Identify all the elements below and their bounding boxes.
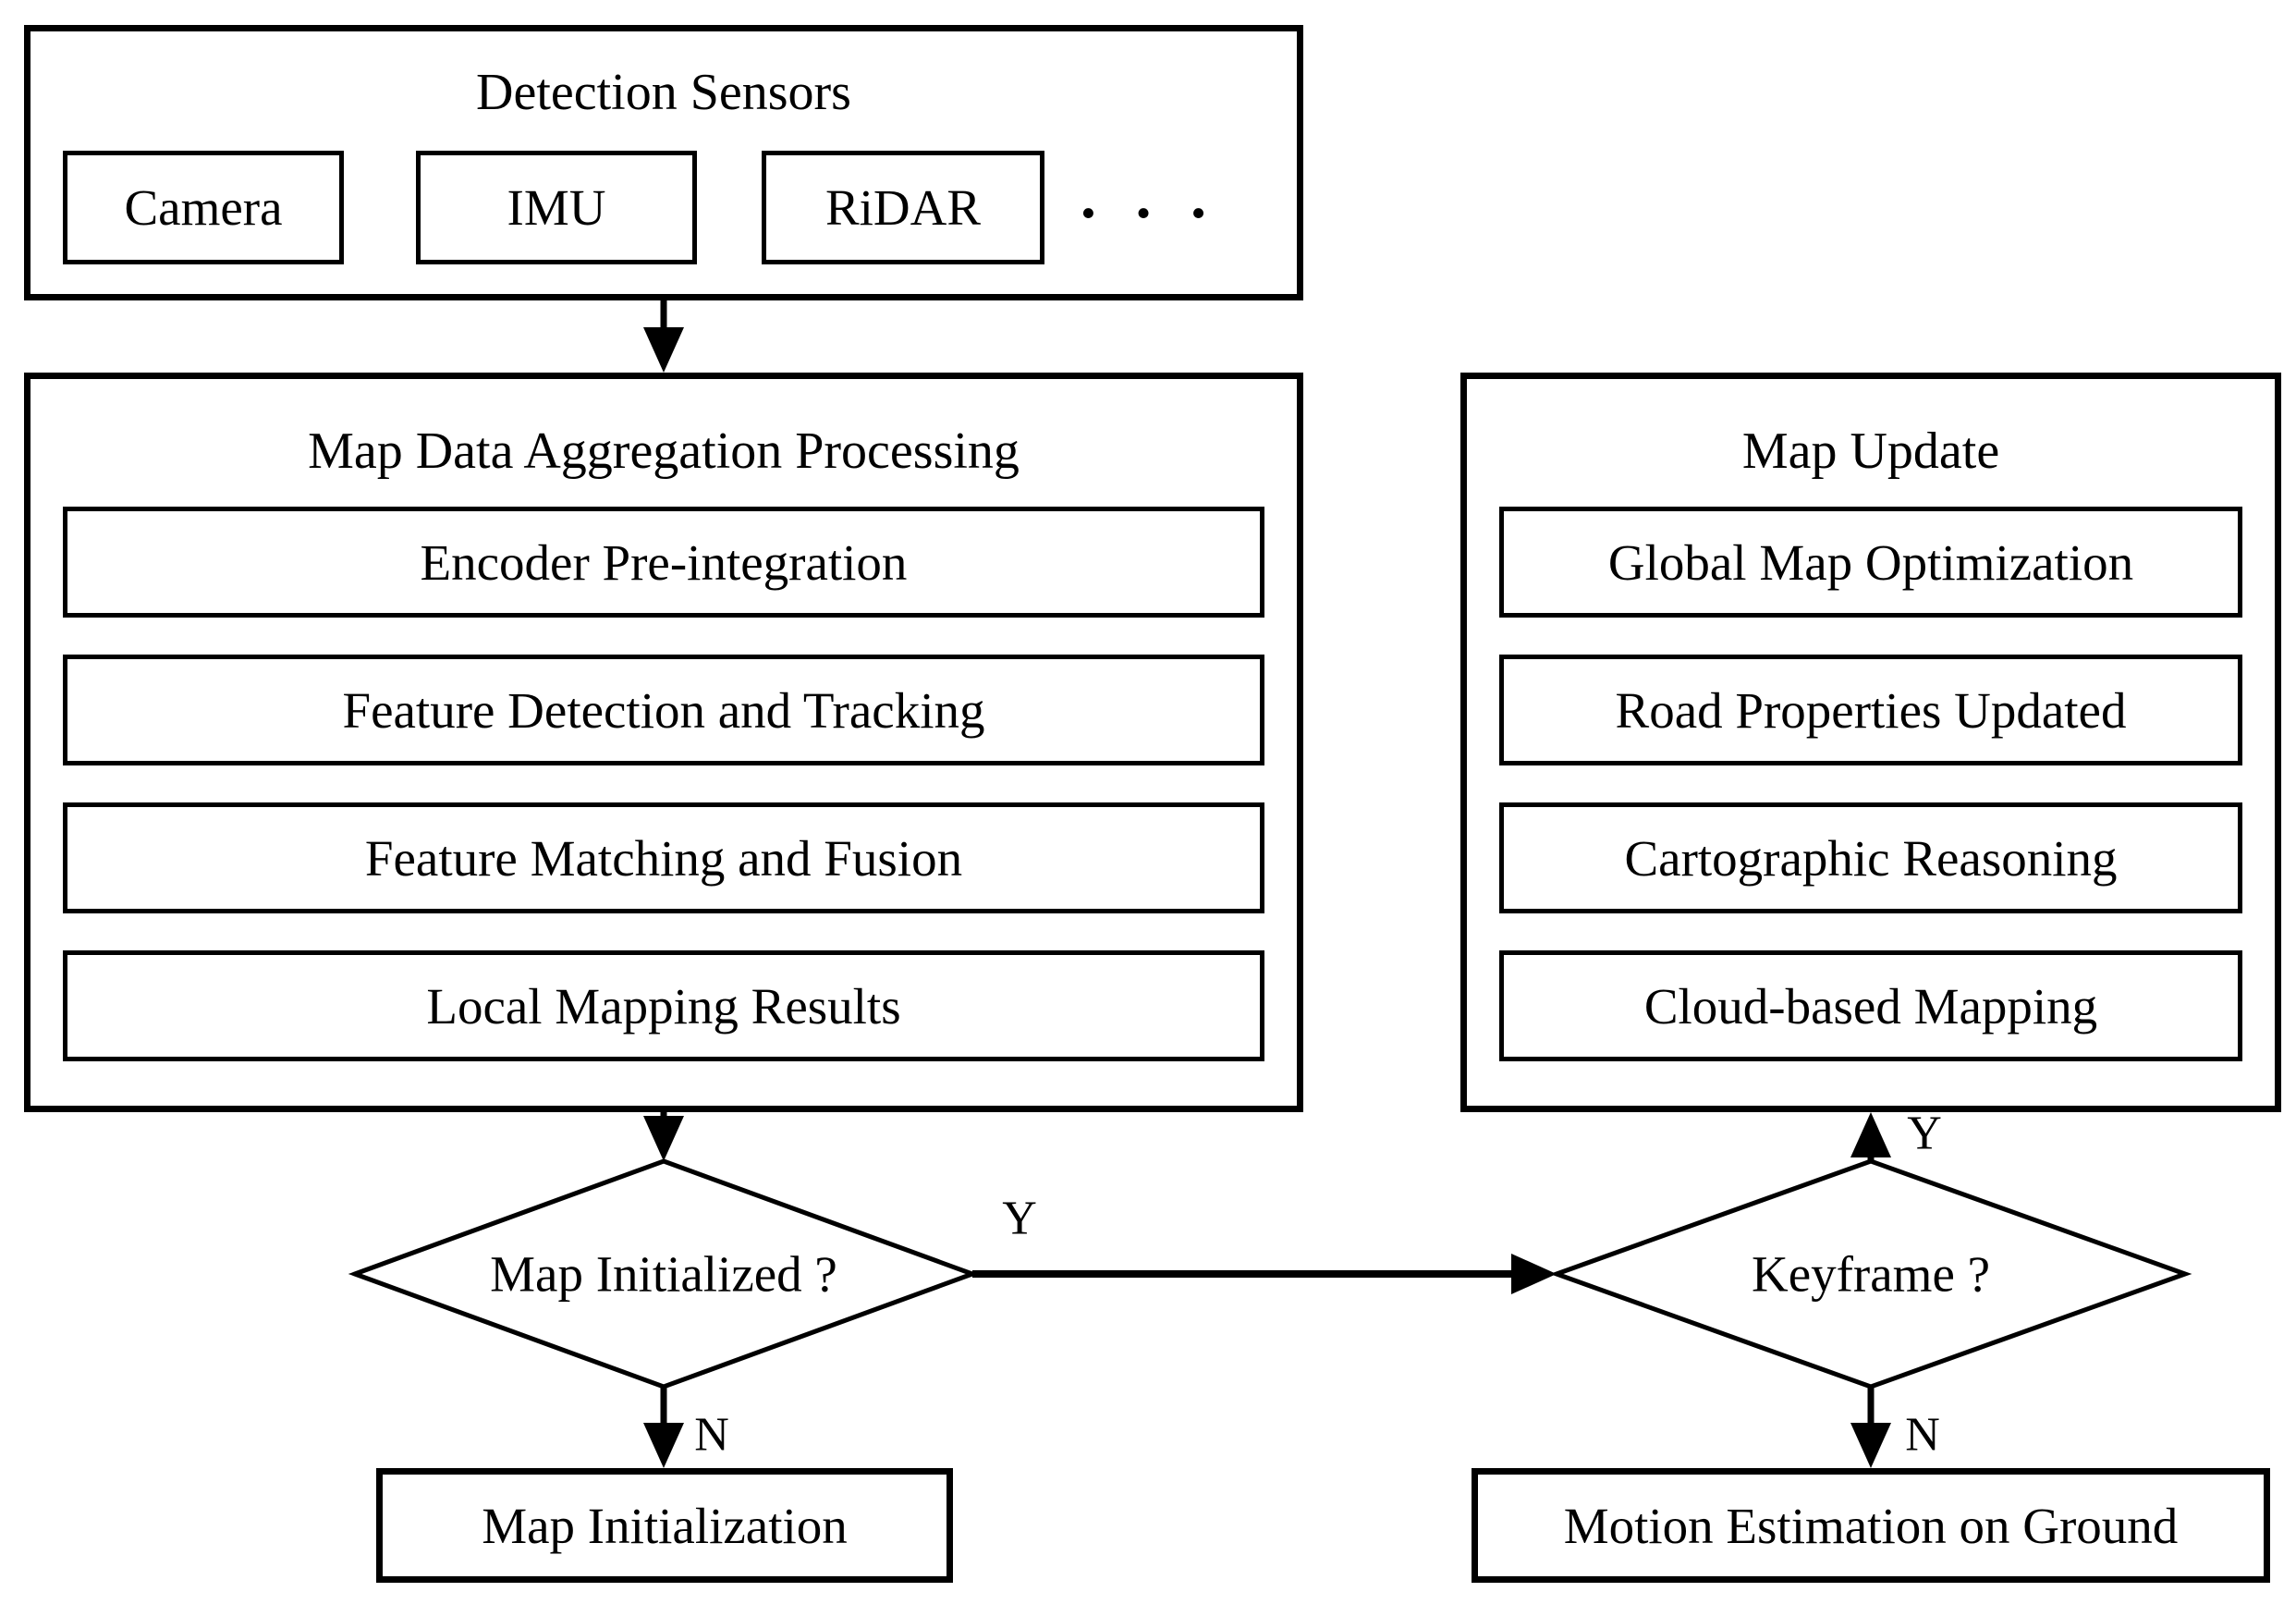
arrowhead-decision-no-to-map-initialization xyxy=(643,1423,684,1468)
map-update-title: Map Update xyxy=(1741,422,2000,480)
detection-sensors-group: Detection Sensors Camera IMU RiDAR • • • xyxy=(24,25,1303,300)
step-road-properties-updated: Road Properties Updated xyxy=(1499,655,2242,765)
step-global-map-optimization: Global Map Optimization xyxy=(1499,507,2242,618)
map-initialized-no-label: N xyxy=(694,1408,729,1462)
map-update-group: Map Update Global Map Optimization Road … xyxy=(1460,373,2281,1112)
step-feature-matching-fusion: Feature Matching and Fusion xyxy=(63,802,1264,913)
decision-map-initialized-label: Map Initialized ? xyxy=(490,1245,837,1303)
keyframe-no-label: N xyxy=(1905,1408,1940,1462)
arrowhead-sensors-to-aggregation xyxy=(643,327,684,373)
keyframe-yes-label: Y xyxy=(1907,1107,1942,1160)
step-encoder-pre-integration: Encoder Pre-integration xyxy=(63,507,1264,618)
map-initialized-yes-label: Y xyxy=(1002,1192,1037,1245)
step-feature-detection-tracking: Feature Detection and Tracking xyxy=(63,655,1264,765)
arrowhead-keyframe-no-to-motion-estimation xyxy=(1850,1423,1891,1468)
detection-sensors-title: Detection Sensors xyxy=(476,64,851,121)
map-data-aggregation-title: Map Data Aggregation Processing xyxy=(308,422,1020,480)
map-initialization-box: Map Initialization xyxy=(376,1468,953,1583)
motion-estimation-box: Motion Estimation on Ground xyxy=(1472,1468,2270,1583)
sensor-box-imu: IMU xyxy=(416,151,697,264)
sensor-box-camera: Camera xyxy=(63,151,344,264)
map-data-aggregation-group: Map Data Aggregation Processing Encoder … xyxy=(24,373,1303,1112)
arrowhead-decision-yes-to-keyframe xyxy=(1511,1254,1557,1294)
step-cartographic-reasoning: Cartographic Reasoning xyxy=(1499,802,2242,913)
decision-diamond-map-initialized xyxy=(348,1158,980,1390)
step-local-mapping-results: Local Mapping Results xyxy=(63,950,1264,1061)
decision-diamond-keyframe xyxy=(1549,1158,2192,1390)
sensor-box-ridar: RiDAR xyxy=(762,151,1044,264)
step-cloud-based-mapping: Cloud-based Mapping xyxy=(1499,950,2242,1061)
arrowhead-keyframe-yes-to-map-update xyxy=(1850,1112,1891,1157)
more-sensors-ellipsis: • • • xyxy=(1081,189,1208,237)
arrowhead-aggregation-to-decision xyxy=(643,1116,684,1161)
decision-keyframe-label: Keyframe ? xyxy=(1751,1245,1991,1303)
